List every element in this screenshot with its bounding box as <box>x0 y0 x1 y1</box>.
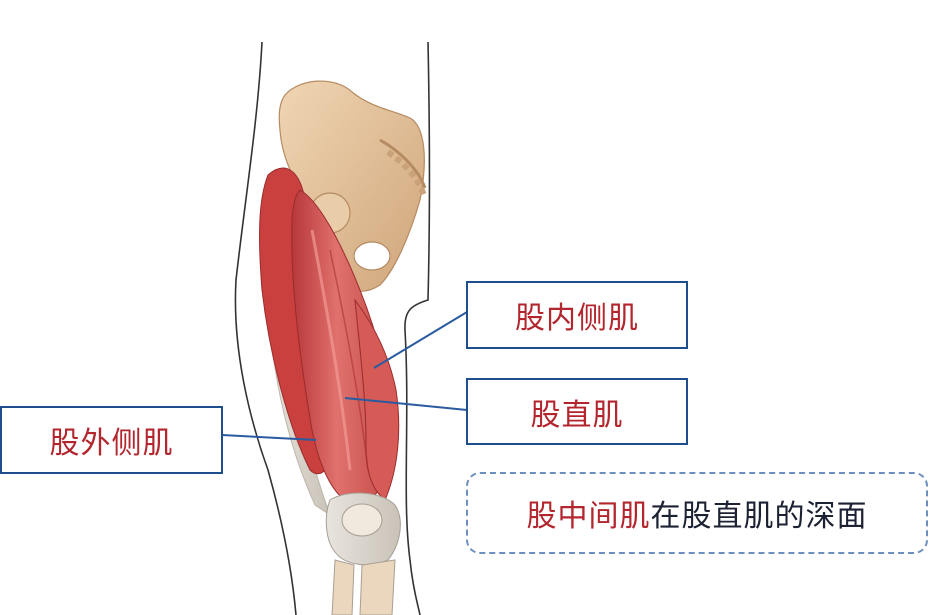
leader-line-vastus-medialis <box>373 311 468 369</box>
note-rest-text: 在股直肌的深面 <box>650 499 868 534</box>
label-rectus-femoris: 股直肌 <box>466 378 688 445</box>
leg-outline-left <box>234 41 297 615</box>
leader-line-rectus-femoris <box>344 397 468 411</box>
label-vastus-lateralis: 股外侧肌 <box>0 406 223 474</box>
label-vastus-medialis: 股内侧肌 <box>466 281 688 349</box>
note-highlight-text: 股中间肌 <box>526 499 651 534</box>
knee-joint <box>325 492 401 615</box>
note-vastus-intermedius: 股中间肌在股直肌的深面 <box>466 472 928 554</box>
leader-line-vastus-lateralis <box>221 434 317 441</box>
leg-outline-right <box>404 41 431 615</box>
